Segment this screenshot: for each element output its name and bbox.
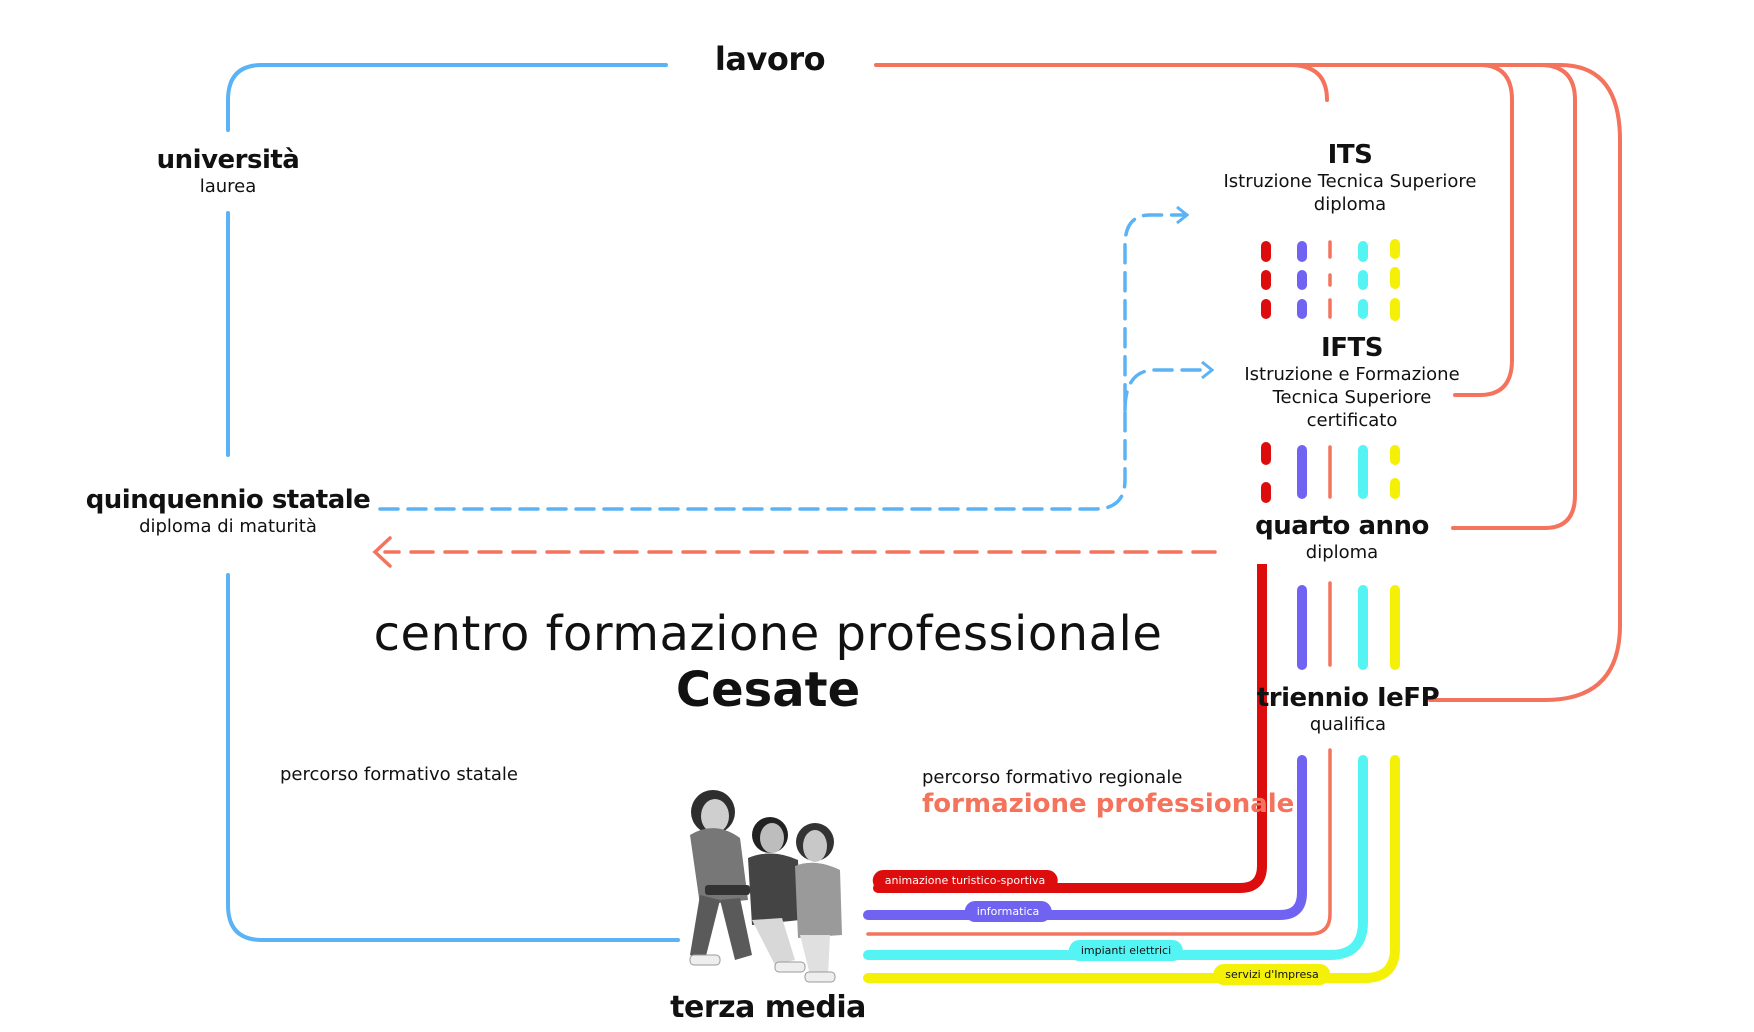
quinquennio-to-terza-line — [226, 573, 680, 942]
center-title: centro formazione professionale — [373, 606, 1163, 662]
ifts-line3: certificato — [1306, 410, 1398, 431]
statale-path-label: percorso formativo statale — [280, 764, 518, 785]
its-node: ITS Istruzione Tecnica Superiore diploma — [1223, 140, 1476, 216]
quinquennio-title: quinquennio statale — [85, 485, 371, 515]
regionale-path-label: percorso formativo regionale — [922, 767, 1183, 788]
course-tag-informatica: informatica — [964, 901, 1052, 922]
quinquennio-to-its-dashed — [378, 215, 1185, 511]
quarto-to-lavoro-line — [1451, 63, 1577, 530]
ifts-line1: Istruzione e Formazione — [1244, 364, 1460, 385]
its-to-lavoro-line — [1288, 63, 1329, 102]
universita-sub: laurea — [199, 176, 257, 197]
yellow-course-lines — [863, 239, 1400, 983]
regionale-accent-label: formazione professionale — [922, 789, 1295, 819]
universita-node: università laurea — [157, 145, 300, 198]
quarto-title: quarto anno — [1255, 511, 1429, 541]
red-course-lines — [873, 241, 1271, 893]
ifts-to-lavoro-line — [1453, 63, 1514, 397]
salmon-arrowhead-icon — [372, 536, 392, 568]
regionale-path-block: percorso formativo regionale formazione … — [922, 766, 1294, 819]
triennio-title: triennio IeFP — [1256, 683, 1440, 713]
course-tag-animazione: animazione turistico-sportiva — [872, 870, 1058, 891]
its-line2: diploma — [1313, 194, 1387, 215]
center-block: centro formazione professionale Cesate — [374, 606, 1163, 718]
lavoro-right-line — [874, 63, 1622, 702]
purple-course-lines — [863, 241, 1307, 920]
ifts-node: IFTS Istruzione e Formazione Tecnica Sup… — [1244, 333, 1459, 432]
its-line1: Istruzione Tecnica Superiore — [1223, 171, 1477, 192]
ifts-title: IFTS — [1321, 333, 1383, 363]
salmon-course-line — [866, 748, 1332, 936]
triennio-sub: qualifica — [1309, 714, 1387, 735]
quinquennio-to-ifts-dashed — [1123, 370, 1210, 412]
ifts-line2: Tecnica Superiore — [1272, 387, 1432, 408]
quinquennio-sub: diploma di maturità — [139, 516, 317, 537]
salmon-path-lines — [372, 63, 1622, 936]
terza-media-label: terza media — [670, 990, 866, 1025]
lavoro-to-universita-line — [226, 63, 668, 132]
course-tag-servizi: servizi d'Impresa — [1213, 964, 1331, 985]
quarto-sub: diploma — [1305, 542, 1379, 563]
course-tag-impianti: impianti elettrici — [1068, 940, 1184, 961]
students-photo — [689, 790, 842, 983]
quarto-node: quarto anno diploma — [1251, 511, 1433, 564]
its-title: ITS — [1327, 140, 1373, 170]
lavoro-label: lavoro — [714, 40, 826, 78]
cyan-course-lines — [863, 241, 1368, 960]
center-name: Cesate — [675, 662, 861, 718]
state-path-lines — [226, 63, 1210, 942]
universita-title: università — [156, 145, 300, 175]
triennio-node: triennio IeFP qualifica — [1256, 683, 1440, 736]
quinquennio-node: quinquennio statale diploma di maturità — [86, 485, 371, 538]
